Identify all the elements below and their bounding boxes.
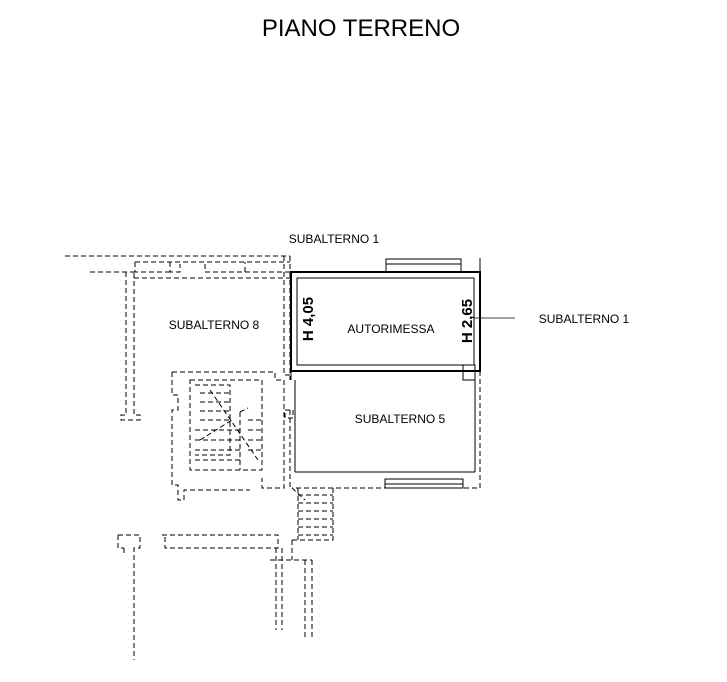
left-wall [120, 272, 290, 421]
label-subalterno1-right: SUBALTERNO 1 [539, 312, 630, 326]
label-subalterno1-top: SUBALTERNO 1 [289, 232, 380, 246]
middle-wall [283, 256, 291, 380]
bottom-walls [117, 534, 313, 660]
subalterno5-room [284, 370, 481, 489]
label-height-right: H 2,65 [459, 299, 476, 343]
label-height-left: H 4,05 [300, 297, 317, 341]
top-boundary [65, 255, 290, 273]
label-subalterno8: SUBALTERNO 8 [169, 318, 260, 332]
plan-title: PIANO TERRENO [262, 15, 460, 42]
label-subalterno5: SUBALTERNO 5 [355, 412, 446, 426]
entrance-stairs [291, 487, 334, 541]
stair-block-left [171, 371, 285, 501]
autorimessa-room [290, 258, 481, 381]
label-autorimessa: AUTORIMESSA [347, 322, 434, 336]
